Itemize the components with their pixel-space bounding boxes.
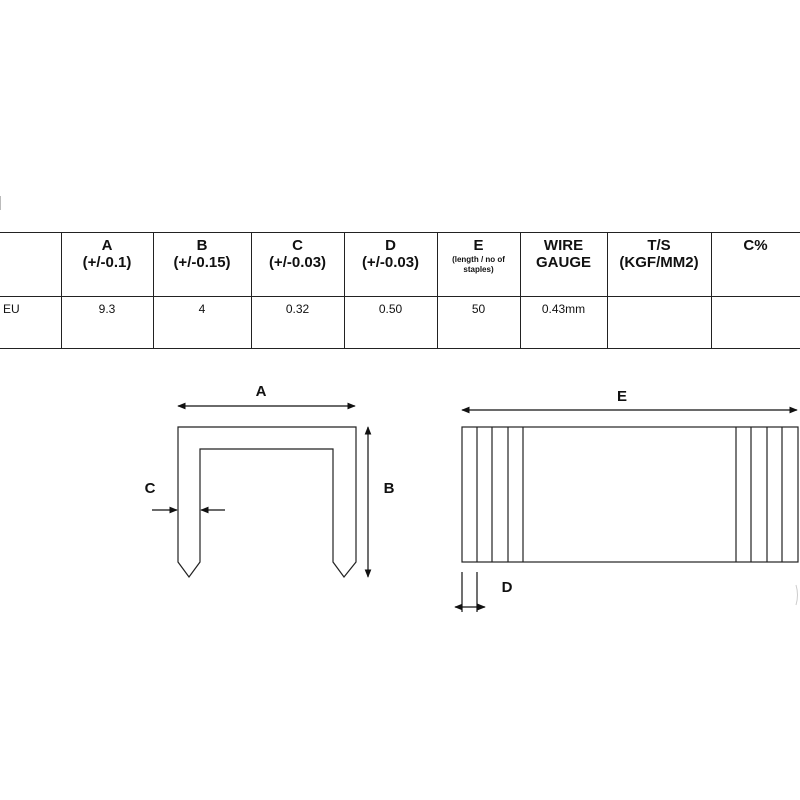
header-wire-gauge: WIRE GAUGE <box>519 232 608 297</box>
staple-outline <box>177 426 357 579</box>
dimension-d-label: D <box>502 579 513 596</box>
strip-outline <box>461 426 799 563</box>
header-ts-title: T/S <box>647 237 671 254</box>
edge-mark <box>795 584 798 606</box>
dimension-a: A <box>177 383 356 410</box>
table-row: EU 9.3 4 0.32 0.50 50 0.43mm <box>0 296 800 349</box>
value-d: 0.50 <box>378 302 403 316</box>
value-b: 4 <box>198 302 206 316</box>
header-d-title: D <box>385 237 396 254</box>
value-c: 0.32 <box>285 302 310 316</box>
value-a-cell: 9.3 <box>60 296 154 349</box>
staple-strip-view <box>461 426 799 563</box>
header-c-percent-title: C% <box>743 237 768 254</box>
margin-tick <box>0 196 4 210</box>
dimension-d: D <box>454 572 513 612</box>
row-label: EU <box>3 302 20 316</box>
dimension-a-label: A <box>256 383 267 400</box>
dimension-b: B <box>364 426 395 578</box>
value-e: 50 <box>471 302 486 316</box>
header-a-title: A <box>101 237 113 254</box>
dimension-b-label: B <box>384 480 395 497</box>
value-d-cell: 0.50 <box>343 296 438 349</box>
header-b-title: B <box>196 237 208 254</box>
value-e-cell: 50 <box>436 296 521 349</box>
value-b-cell: 4 <box>152 296 252 349</box>
header-e-note: (length / no of staples) <box>452 255 505 274</box>
value-a: 9.3 <box>98 302 116 316</box>
spec-table: A(+/-0.1) B(+/-0.15) C(+/-0.03) D(+/-0.0… <box>0 232 800 349</box>
row-label-cell: EU <box>0 296 62 349</box>
header-ts-unit: (KGF/MM2) <box>619 254 699 271</box>
value-c-cell: 0.32 <box>250 296 345 349</box>
dimension-e-label: E <box>617 388 627 405</box>
dimension-c-label: C <box>145 480 156 497</box>
value-wire-gauge: 0.43mm <box>541 302 586 316</box>
header-row: A(+/-0.1) B(+/-0.15) C(+/-0.03) D(+/-0.0… <box>0 232 800 297</box>
header-c-title: C <box>292 237 303 254</box>
dimension-c: C <box>145 480 225 514</box>
header-e-title: E <box>473 237 484 254</box>
header-ts: T/S(KGF/MM2) <box>606 232 712 297</box>
header-b-tolerance: (+/-0.15) <box>173 254 231 271</box>
header-wire-gauge-title: WIRE GAUGE <box>535 237 591 271</box>
header-d-tolerance: (+/-0.03) <box>361 254 420 271</box>
header-d: D(+/-0.03) <box>343 232 438 297</box>
value-wire-gauge-cell: 0.43mm <box>519 296 608 349</box>
staple-side-view <box>177 426 357 579</box>
header-c-tolerance: (+/-0.03) <box>268 254 327 271</box>
value-c-percent-cell <box>710 296 800 349</box>
dimension-e: E <box>461 388 798 414</box>
header-a-tolerance: (+/-0.1) <box>82 254 132 271</box>
